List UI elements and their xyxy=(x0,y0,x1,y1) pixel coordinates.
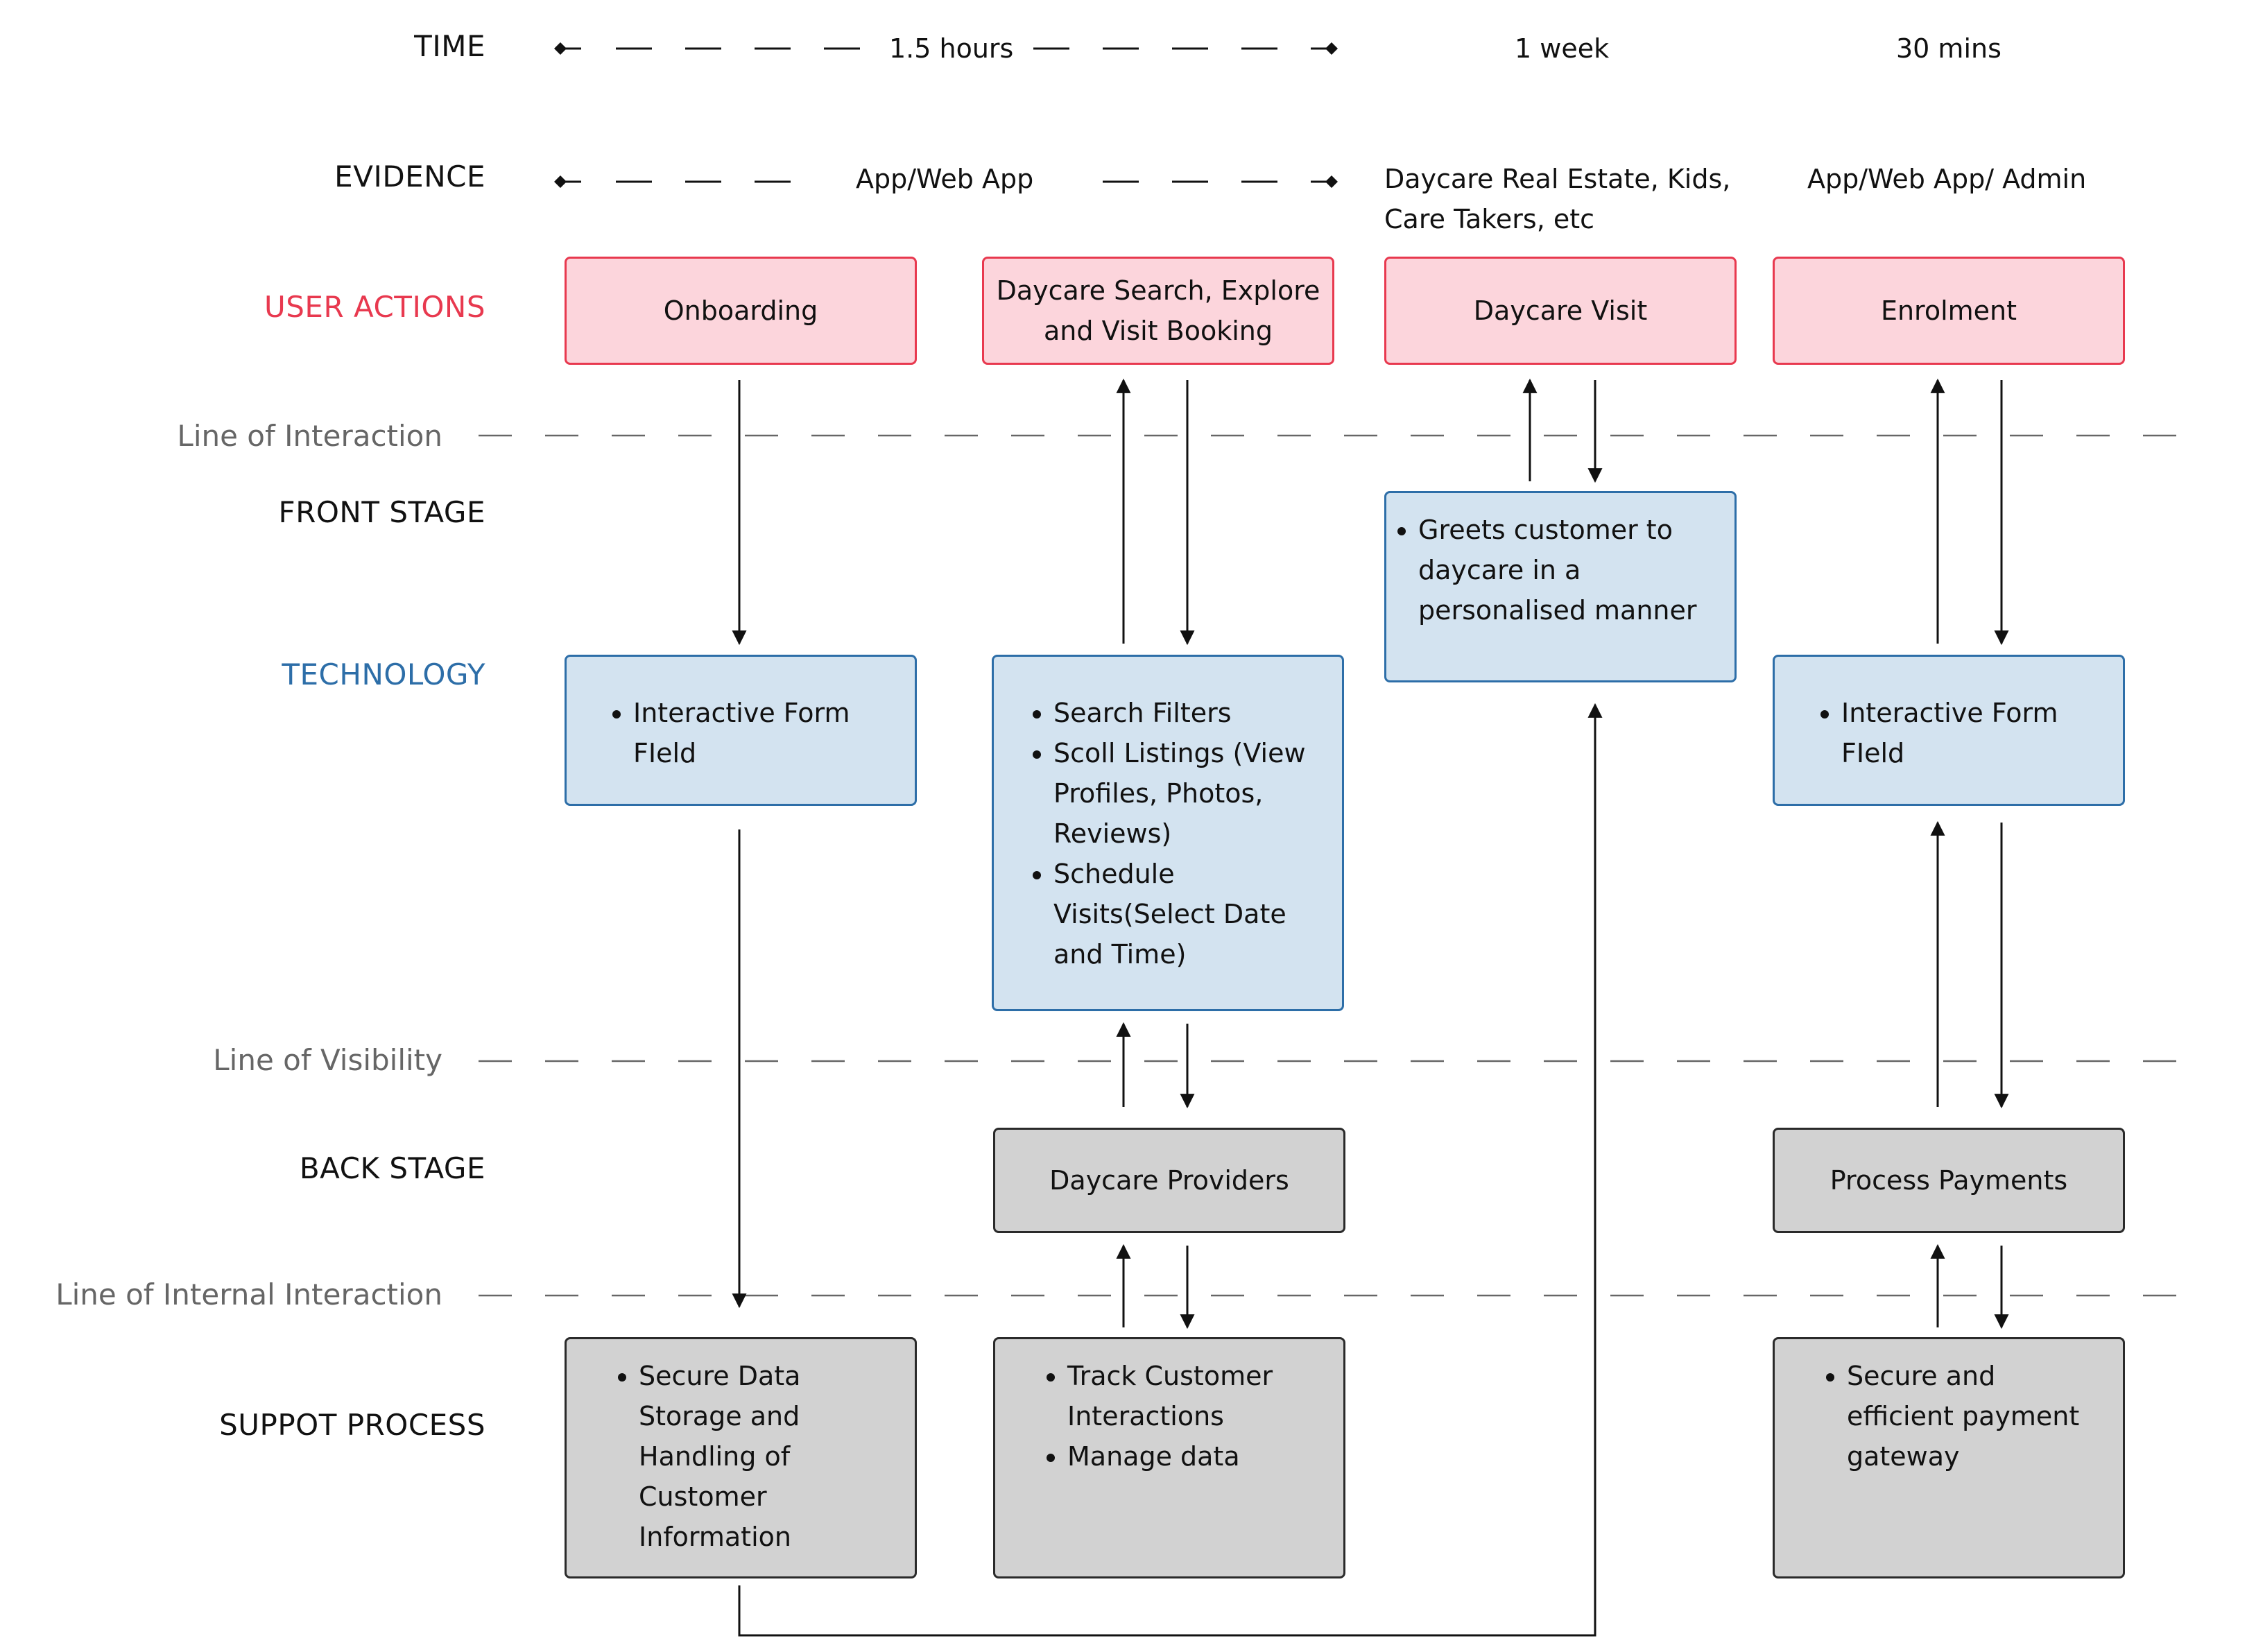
support-onboarding: Secure Data Storage and Handling of Cust… xyxy=(565,1337,917,1578)
evidence-stage1: App/Web App xyxy=(856,164,1034,194)
time-stage3: 30 mins xyxy=(1896,33,2001,64)
support-onboarding-item: Secure Data Storage and Handling of Cust… xyxy=(639,1356,873,1557)
connector-support-to-frontstage xyxy=(738,703,1603,1637)
tech-search-item: Schedule Visits(Select Date and Time) xyxy=(1053,854,1314,974)
user-action-onboarding: Onboarding xyxy=(565,257,917,365)
row-label-evidence: EVIDENCE xyxy=(334,160,485,193)
user-action-visit: Daycare Visit xyxy=(1384,257,1737,365)
time-stage2: 1 week xyxy=(1515,33,1610,64)
row-label-front-stage: FRONT STAGE xyxy=(278,495,485,529)
line-label-interaction: Line of Interaction xyxy=(177,419,442,453)
tech-enrolment: Interactive Form FIeld xyxy=(1773,655,2125,806)
tech-onboarding: Interactive Form FIeld xyxy=(565,655,917,806)
line-label-internal-interaction: Line of Internal Interaction xyxy=(55,1277,442,1311)
support-search-item: Track Customer Interactions xyxy=(1067,1356,1316,1436)
user-action-search-line2: and Visit Booking xyxy=(1044,316,1273,346)
user-action-enrolment: Enrolment xyxy=(1773,257,2125,365)
backstage-payments-label: Process Payments xyxy=(1830,1165,2068,1196)
tech-search-item: Search Filters xyxy=(1053,693,1314,733)
time-stage1: 1.5 hours xyxy=(889,33,1014,64)
evidence-stage2-line2: Care Takers, etc xyxy=(1384,204,1595,234)
row-label-user-actions: USER ACTIONS xyxy=(264,290,485,324)
tech-search: Search Filters Scoll Listings (View Prof… xyxy=(992,655,1344,1011)
tech-search-item: Scoll Listings (View Profiles, Photos, R… xyxy=(1053,733,1314,854)
backstage-providers: Daycare Providers xyxy=(993,1128,1345,1233)
evidence-stage2-line1: Daycare Real Estate, Kids, xyxy=(1384,164,1731,194)
tech-onboarding-item: Interactive Form FIeld xyxy=(633,693,887,773)
tech-enrolment-item: Interactive Form FIeld xyxy=(1841,693,2095,773)
support-enrolment: Secure and efficient payment gateway xyxy=(1773,1337,2125,1578)
row-label-time: TIME xyxy=(414,29,485,63)
backstage-providers-label: Daycare Providers xyxy=(1049,1165,1289,1196)
support-search-item: Manage data xyxy=(1067,1436,1316,1477)
user-action-onboarding-label: Onboarding xyxy=(663,295,818,326)
frontstage-visit: Greets customer to daycare in a personal… xyxy=(1384,491,1737,682)
row-label-technology: TECHNOLOGY xyxy=(282,657,485,691)
user-action-search: Daycare Search, Explore and Visit Bookin… xyxy=(982,257,1334,365)
row-label-support-process: SUPPOT PROCESS xyxy=(219,1408,485,1442)
user-action-visit-label: Daycare Visit xyxy=(1473,295,1648,326)
evidence-stage3: App/Web App/ Admin xyxy=(1807,164,2087,194)
user-action-search-line1: Daycare Search, Explore xyxy=(996,275,1320,306)
user-action-enrolment-label: Enrolment xyxy=(1880,295,2017,326)
support-search: Track Customer Interactions Manage data xyxy=(993,1337,1345,1578)
backstage-payments: Process Payments xyxy=(1773,1128,2125,1233)
frontstage-visit-item: Greets customer to daycare in a personal… xyxy=(1418,510,1710,630)
line-label-visibility: Line of Visibility xyxy=(213,1043,442,1077)
row-label-back-stage: BACK STAGE xyxy=(299,1151,485,1185)
support-enrolment-item: Secure and efficient payment gateway xyxy=(1847,1356,2088,1477)
